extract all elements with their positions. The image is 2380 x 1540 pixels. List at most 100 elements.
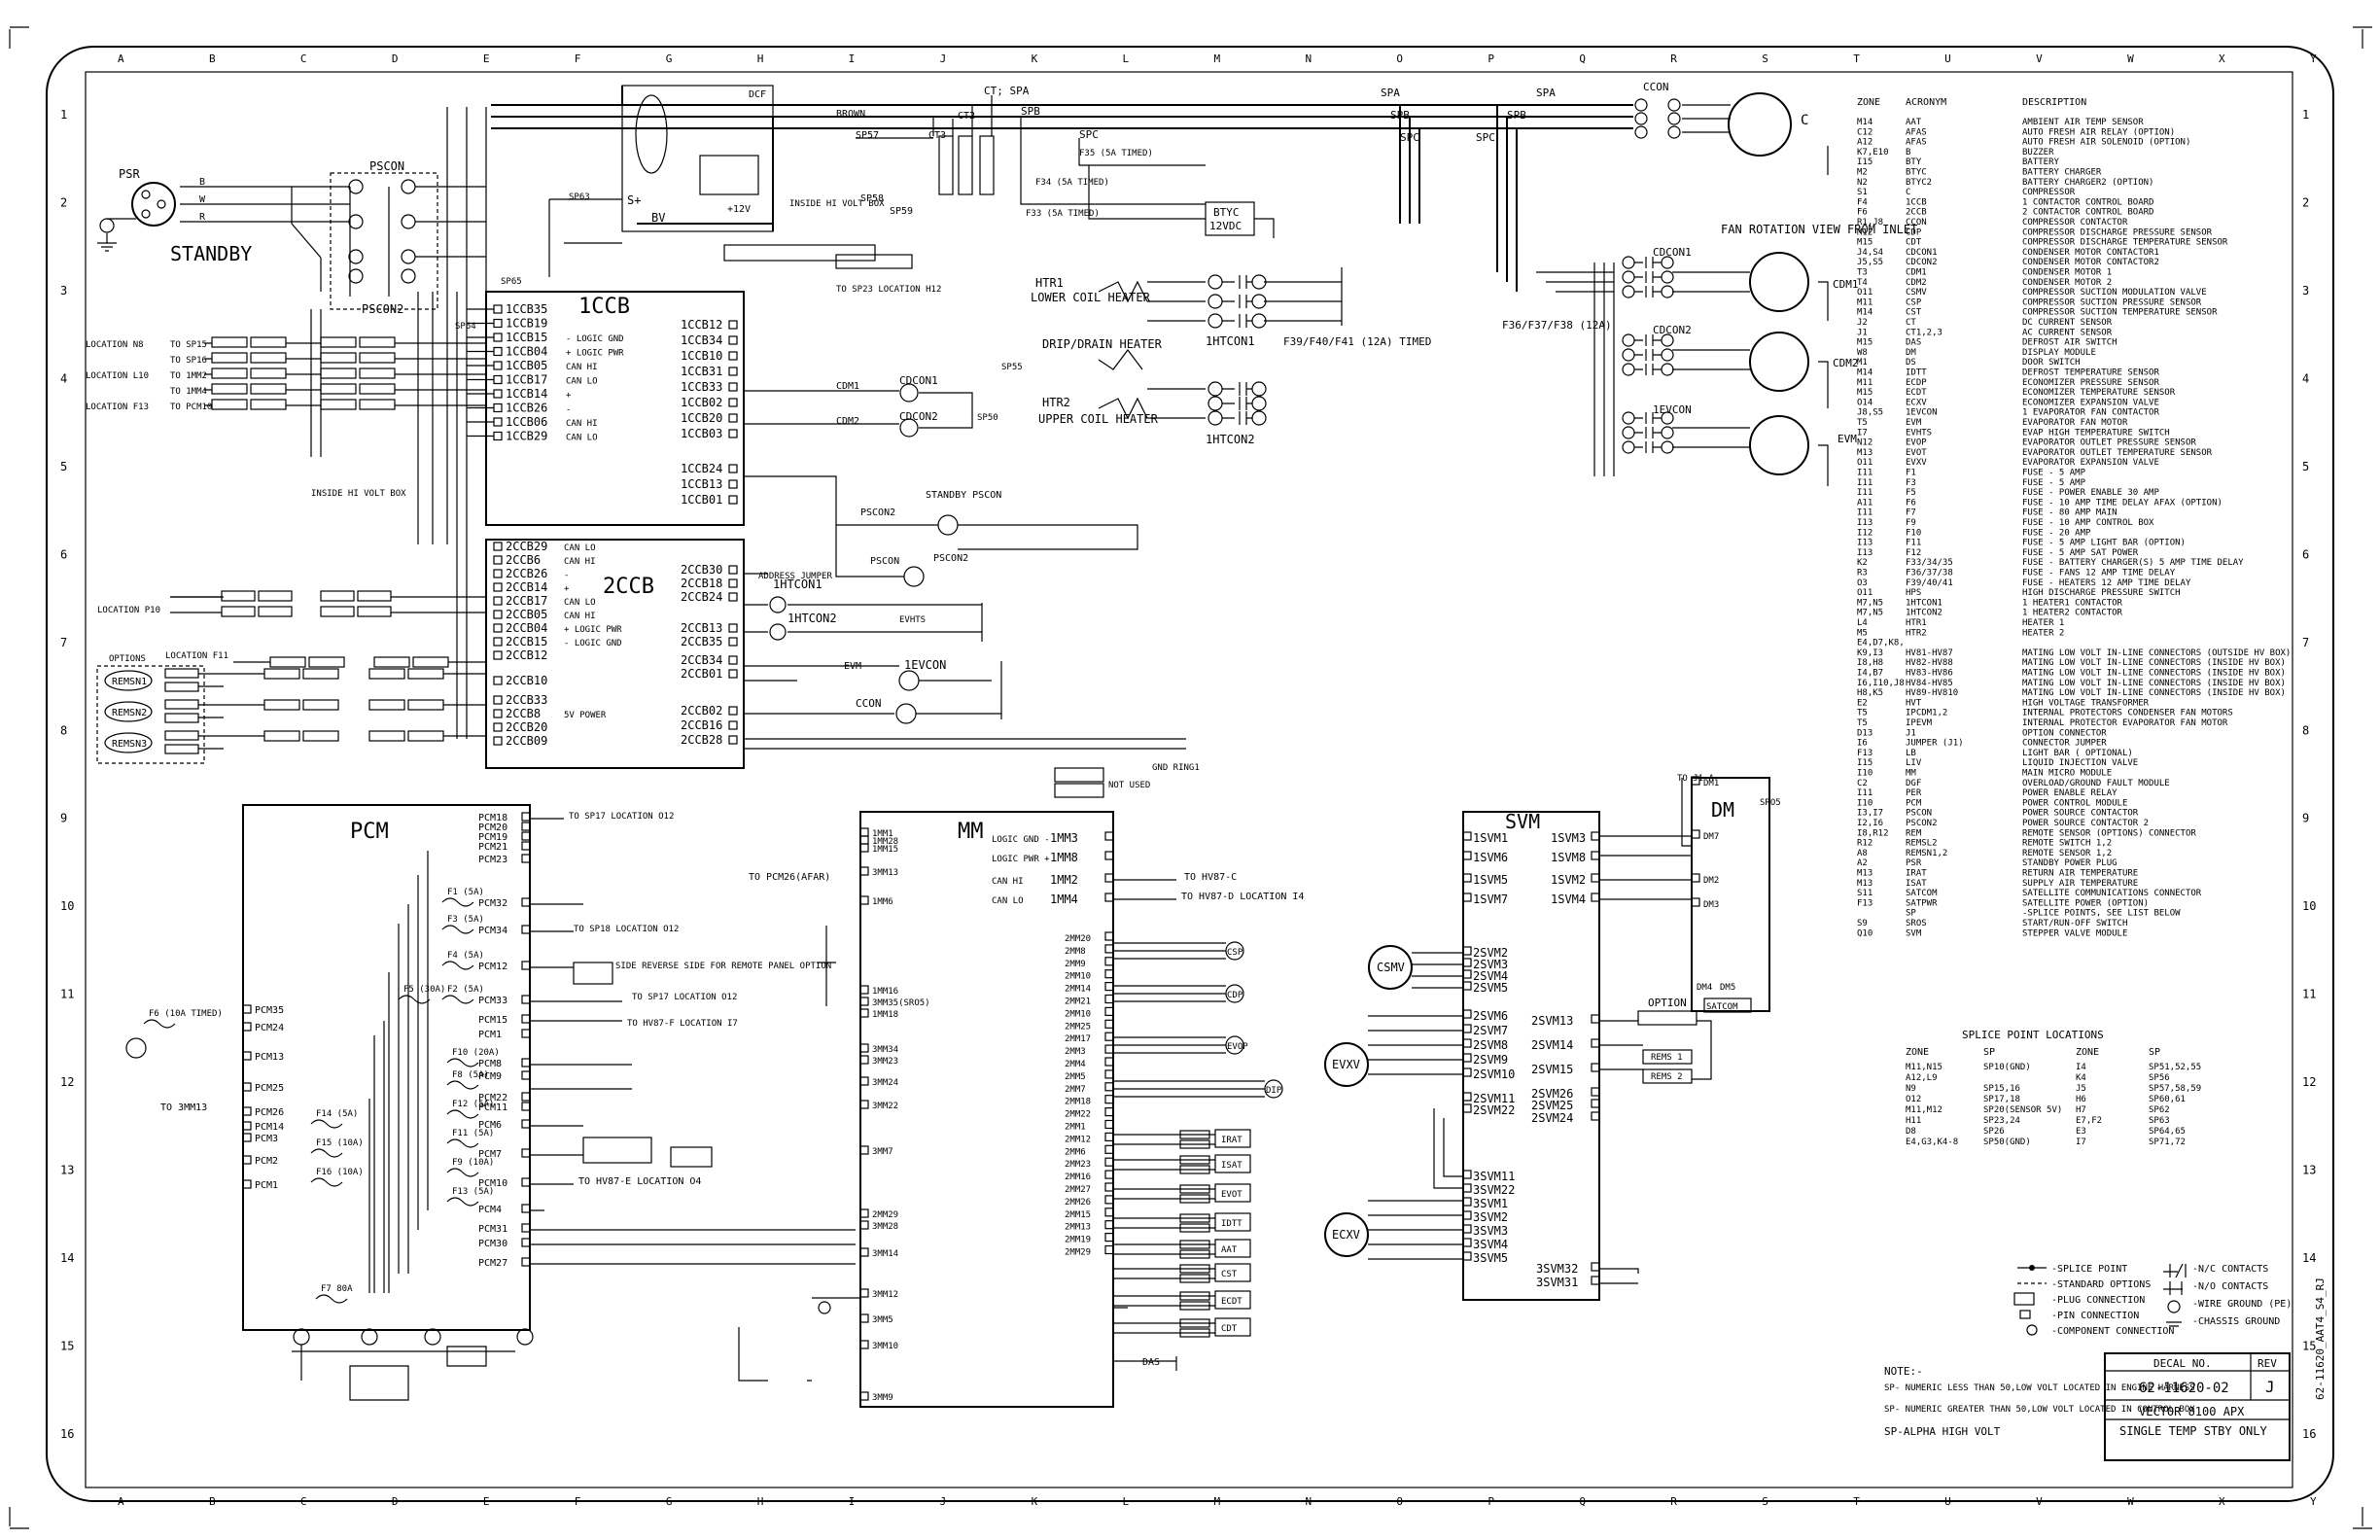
sp50-label: SP50 — [977, 413, 998, 423]
grid-row-label: 5 — [2302, 460, 2309, 473]
legend-zone: I12 — [1857, 528, 1872, 538]
legend-description: COMPRESSOR — [2022, 188, 2076, 197]
lower-coil-label: LOWER COIL HEATER — [1031, 291, 1151, 304]
mm-right-note: LOGIC GND - — [992, 835, 1050, 845]
model-label: VECTOR 8100 APX — [2139, 1405, 2245, 1418]
sensor-label: AAT — [1221, 1245, 1238, 1255]
legend-zone: I13 — [1857, 518, 1872, 528]
mm-right-note: CAN LO — [992, 896, 1024, 906]
svm-title: SVM — [1505, 810, 1540, 833]
pcm-fuse-label: F10 (20A) — [452, 1048, 500, 1058]
splice-cell: K4 — [2076, 1073, 2086, 1083]
ecxv-label: ECXV — [1332, 1228, 1360, 1242]
grid-row-label: 16 — [2302, 1427, 2316, 1441]
csmv-valve — [1368, 945, 1413, 990]
legend-description: POWER CONTROL MODULE — [2022, 798, 2127, 808]
pin — [1462, 1068, 1472, 1077]
legend-description: POWER SOURCE CONTACTOR 2 — [2022, 819, 2149, 828]
mm-left-pin: 3MM13 — [872, 868, 898, 878]
grid-row-label: 4 — [60, 371, 67, 385]
splice-cell: N9 — [1906, 1084, 1916, 1094]
pin — [1104, 1182, 1114, 1192]
legend-zone: R12 — [1857, 839, 1872, 849]
not-used-label: NOT USED — [1108, 781, 1150, 790]
options-label: OPTIONS — [109, 654, 146, 664]
mm-right-note: CAN HI — [992, 877, 1024, 887]
pin — [859, 1076, 869, 1086]
legend-acronym: IDTT — [1906, 368, 1927, 378]
ccb2-pin-note: + LOGIC PWR — [564, 625, 622, 635]
pin — [728, 464, 738, 473]
pin — [1104, 931, 1114, 941]
legend-description: POWER ENABLE RELAY — [2022, 788, 2118, 798]
svm: SVM 1SVM11SVM61SVM51SVM71SVM31SVM81SVM21… — [1324, 810, 1712, 1301]
pin — [242, 1082, 252, 1092]
grid-col-label: B — [209, 1495, 216, 1508]
splice-title: SPLICE POINT LOCATIONS — [1962, 1029, 2104, 1041]
pin — [1462, 1210, 1472, 1220]
to-label: TO SP15 — [170, 340, 207, 350]
sensor-block — [1214, 1263, 1251, 1282]
mm-right-pin: 2MM22 — [1065, 1110, 1091, 1120]
brown-wire-label: BROWN — [836, 109, 865, 120]
grid-col-label: Y — [2310, 1495, 2317, 1508]
grid-col-label: X — [2219, 1495, 2225, 1508]
sp58-label: SP58 — [860, 193, 884, 204]
f33-label: F33 (5A TIMED) — [1026, 209, 1100, 219]
legend-zone: Q10 — [1857, 928, 1872, 938]
pin — [1104, 969, 1114, 979]
pin — [1104, 1082, 1114, 1092]
legend-acronym: ECDP — [1906, 378, 1927, 388]
ccb1-left-pin: 1CCB29 — [506, 430, 547, 443]
inside-hv-left: INSIDE HI VOLT BOX — [311, 489, 406, 499]
legend-zone: M13 — [1857, 879, 1872, 889]
remsn-sensor — [104, 670, 153, 691]
mm-left-pin: 1MM6 — [872, 897, 893, 907]
spc-label: SPC — [1079, 128, 1099, 141]
legend-zone: C12 — [1857, 127, 1872, 137]
legend-header: ACRONYM — [1906, 97, 1946, 108]
location-label: LOCATION F13 — [86, 402, 149, 412]
grid-row-label: 15 — [60, 1340, 74, 1353]
ccb1-right-pin: 1CCB10 — [681, 349, 722, 363]
legend-zone: M7,N5 — [1857, 609, 1883, 618]
ct-spa-label: CT; SPA — [984, 85, 1030, 97]
dm-pin: DM2 — [1703, 876, 1719, 886]
legend-zone: L4 — [1857, 618, 1868, 628]
legend-description: FUSE - FANS 12 AMP TIME DELAY — [2022, 569, 2176, 578]
pin — [1462, 1053, 1472, 1063]
legend-zone: D13 — [1857, 728, 1872, 738]
pin — [493, 637, 503, 647]
ccb-pscon2b-label: PSCON2 — [933, 553, 968, 564]
legend-zone: A8 — [1857, 849, 1868, 858]
pin — [859, 843, 869, 853]
splice-header: SP — [1983, 1047, 1995, 1058]
ccb2-right-pin: 2CCB35 — [681, 635, 722, 648]
mm-right-pin: 2MM27 — [1065, 1185, 1091, 1195]
dm-pin: DM7 — [1703, 832, 1719, 842]
legend-description: STANDBY POWER PLUG — [2022, 858, 2118, 868]
legend-description: START/RUN-OFF SWITCH — [2022, 919, 2127, 928]
pcm-pin: PCM12 — [478, 962, 508, 972]
hv-box: DCF S+ BV +12V BROWN CT; SPA CT3 CT2 SPB… — [455, 85, 1275, 423]
pin — [242, 1004, 252, 1014]
pin — [859, 827, 869, 837]
legend-description: FUSE - 10 AMP TIME DELAY AFAX (OPTION) — [2022, 498, 2222, 508]
compressor-fans: SPA SPA SPB SPB SPC SPC CCON C FAN ROTAT… — [1157, 81, 1917, 486]
bv-label: BV — [651, 211, 665, 225]
mm-right-pin: 2MM13 — [1065, 1223, 1091, 1233]
grid-row-label: 7 — [2302, 636, 2309, 649]
grid-col-label: Q — [1579, 52, 1586, 65]
pcm-fuse-label: F15 (10A) — [316, 1138, 364, 1148]
remsn-label: REMSN2 — [112, 708, 147, 718]
mm-right-pin: 2MM9 — [1065, 960, 1086, 969]
pin — [1462, 1251, 1472, 1261]
splice-cell: SP26 — [1983, 1127, 2005, 1137]
grid-col-label: M — [1214, 1495, 1221, 1508]
pin — [521, 961, 531, 970]
ccb-pscon2-label: PSCON2 — [860, 508, 895, 518]
legend-zone: T4 — [1857, 278, 1868, 288]
cdm2-label: CDM2 — [836, 416, 859, 427]
